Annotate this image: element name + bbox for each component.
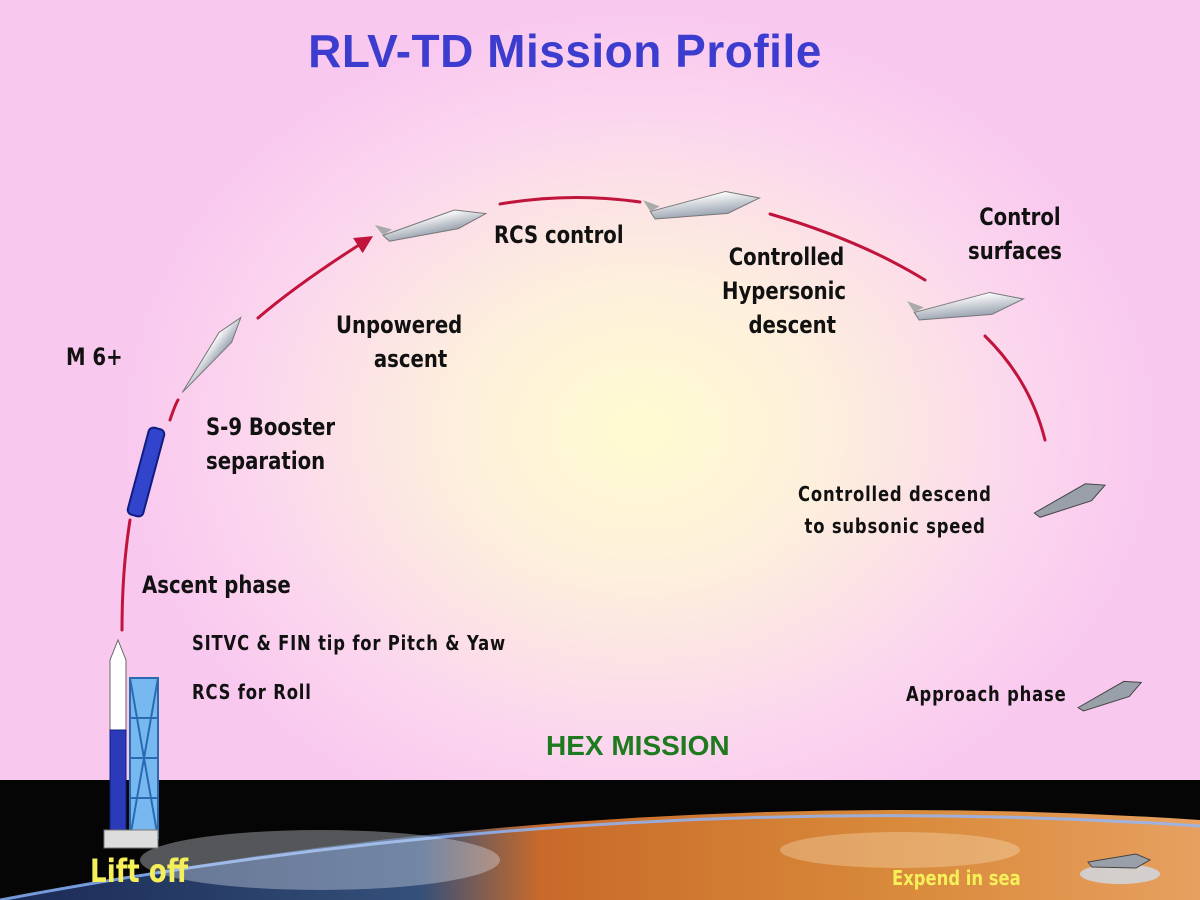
- vehicle-approach: [1075, 676, 1144, 714]
- label-mach: M 6+: [66, 340, 123, 374]
- label-sitvc: SITVC & FIN tip for Pitch & Yaw: [192, 627, 506, 659]
- label-lift-off: Lift off: [90, 852, 188, 890]
- label-unpowered-ascent: Unpowered ascent: [336, 308, 462, 376]
- label-hex-mission: HEX MISSION: [546, 730, 730, 762]
- booster-stage: [127, 426, 166, 517]
- label-surfaces-line2: surfaces: [968, 234, 1062, 268]
- label-subsonic-descend: Controlled descend to subsonic speed: [798, 478, 992, 542]
- label-hypersonic-line3: descent: [722, 308, 846, 342]
- vehicle-control-surfaces: [907, 289, 1025, 323]
- label-rcs-roll: RCS for Roll: [192, 676, 312, 708]
- page-title: RLV-TD Mission Profile: [0, 24, 1130, 78]
- label-booster-line2: separation: [206, 444, 335, 478]
- label-surfaces-line1: Control: [968, 200, 1062, 234]
- label-approach-phase: Approach phase: [906, 678, 1067, 710]
- label-ascent-phase: Ascent phase: [142, 568, 291, 602]
- label-unpowered-line2: ascent: [336, 342, 462, 376]
- label-subsonic-line1: Controlled descend: [798, 478, 992, 510]
- label-booster-line1: S-9 Booster: [206, 410, 335, 444]
- label-hypersonic-descent: Controlled Hypersonic descent: [722, 240, 846, 342]
- label-subsonic-line2: to subsonic speed: [798, 510, 992, 542]
- vehicle-unpowered: [375, 202, 488, 246]
- label-unpowered-line1: Unpowered: [336, 308, 462, 342]
- label-hypersonic-line2: Hypersonic: [722, 274, 846, 308]
- label-expend-in-sea: Expend in sea: [892, 866, 1021, 890]
- label-hypersonic-line1: Controlled: [722, 240, 846, 274]
- vehicle-rcs: [643, 188, 761, 222]
- label-rcs-control: RCS control: [494, 218, 624, 252]
- launch-tower: [130, 678, 158, 838]
- label-control-surfaces: Control surfaces: [968, 200, 1062, 268]
- label-booster-separation: S-9 Booster separation: [206, 410, 335, 478]
- vehicle-after-separation: [176, 313, 247, 398]
- vehicle-subsonic: [1031, 478, 1109, 521]
